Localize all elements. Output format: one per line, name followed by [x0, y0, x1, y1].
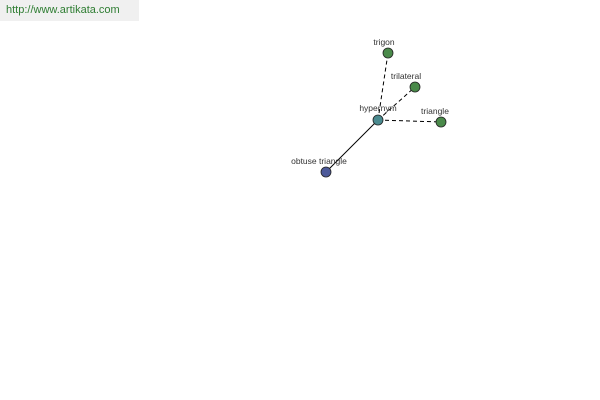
node-triangle-label[interactable]: triangle [421, 106, 449, 116]
node-obtuse-triangle-dot[interactable] [320, 166, 332, 178]
source-banner: http://www.artikata.com [0, 0, 139, 21]
node-triangle[interactable]: triangle [421, 106, 449, 128]
node-trigon-label[interactable]: trigon [373, 37, 395, 47]
node-trigon-dot[interactable] [382, 47, 394, 59]
edge-triangle [377, 119, 442, 123]
graph-edges [325, 52, 442, 173]
node-trilateral-dot[interactable] [409, 81, 421, 93]
graph-nodes: trigon trilateral triangle obtuse triang… [291, 37, 449, 178]
node-obtuse-triangle[interactable]: obtuse triangle [291, 156, 347, 178]
node-hypernym-dot[interactable] [372, 114, 384, 126]
source-link[interactable]: http://www.artikata.com [6, 4, 120, 16]
edge-obtuse-triangle [325, 119, 379, 173]
node-hypernym-label[interactable]: hypernym [359, 103, 396, 113]
node-obtuse-triangle-label[interactable]: obtuse triangle [291, 156, 347, 166]
node-trilateral[interactable]: trilateral [391, 71, 421, 93]
edge-trilateral [377, 86, 416, 121]
edge-trigon [377, 52, 389, 121]
node-trigon[interactable]: trigon [373, 37, 395, 59]
node-triangle-dot[interactable] [435, 116, 447, 128]
node-hypernym[interactable]: hypernym [359, 103, 397, 126]
node-trilateral-label[interactable]: trilateral [391, 71, 421, 81]
